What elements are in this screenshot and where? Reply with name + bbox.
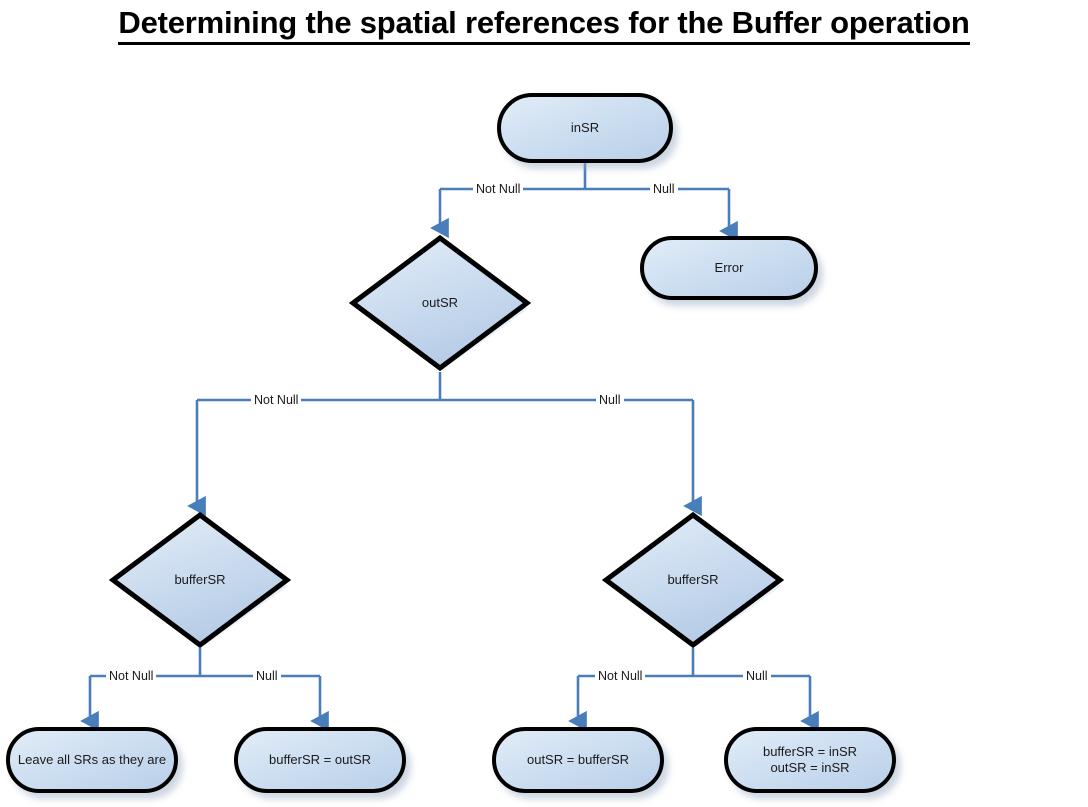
- edge-label-insr-not-null: Not Null: [473, 182, 524, 196]
- node-buffersr-left-label: bufferSR: [174, 571, 226, 587]
- edge-label-insr-null: Null: [650, 182, 678, 196]
- node-outsr-equals-buffersr-label: outSR = bufferSR: [526, 751, 629, 767]
- node-buffersr-equals-outsr[interactable]: bufferSR = outSR: [234, 727, 406, 793]
- node-outsr-equals-insr-line: outSR = inSR: [770, 760, 850, 775]
- node-buffersr-right[interactable]: bufferSR: [601, 511, 785, 649]
- edge-label-outsr-null: Null: [596, 393, 624, 407]
- node-buffersr-left[interactable]: bufferSR: [108, 511, 292, 649]
- edge-label-outsr-not-null: Not Null: [251, 393, 302, 407]
- node-buffersr-outsr-equals-insr-label: bufferSR = inSR outSR = inSR: [763, 744, 857, 777]
- node-leave-all-srs[interactable]: Leave all SRs as they are: [6, 727, 178, 793]
- node-insr[interactable]: inSR: [497, 93, 673, 163]
- edge-label-bufleft-not-null: Not Null: [106, 669, 157, 683]
- node-buffersr-outsr-equals-insr[interactable]: bufferSR = inSR outSR = inSR: [724, 727, 896, 793]
- edge-label-bufright-not-null: Not Null: [595, 669, 646, 683]
- node-buffersr-right-label: bufferSR: [667, 571, 719, 587]
- node-buffersr-equals-outsr-label: bufferSR = outSR: [268, 751, 371, 767]
- node-insr-label: inSR: [570, 119, 600, 135]
- node-outsr-label: outSR: [421, 294, 459, 310]
- edge-label-bufleft-null: Null: [253, 669, 281, 683]
- node-leave-all-srs-label: Leave all SRs as they are: [17, 751, 167, 767]
- page-title: Determining the spatial references for t…: [0, 0, 1088, 52]
- node-buffersr-equals-insr-line: bufferSR = inSR: [762, 743, 858, 759]
- node-outsr[interactable]: outSR: [348, 234, 532, 372]
- diamond-shape-outsr: [348, 234, 532, 372]
- page-title-text: Determining the spatial references for t…: [118, 5, 970, 45]
- diamond-shape-buffersr-right: [601, 511, 785, 649]
- node-error[interactable]: Error: [640, 236, 818, 300]
- node-outsr-equals-buffersr[interactable]: outSR = bufferSR: [492, 727, 664, 793]
- diamond-shape-buffersr-left: [108, 511, 292, 649]
- node-error-label: Error: [714, 259, 744, 275]
- edge-label-bufright-null: Null: [743, 669, 771, 683]
